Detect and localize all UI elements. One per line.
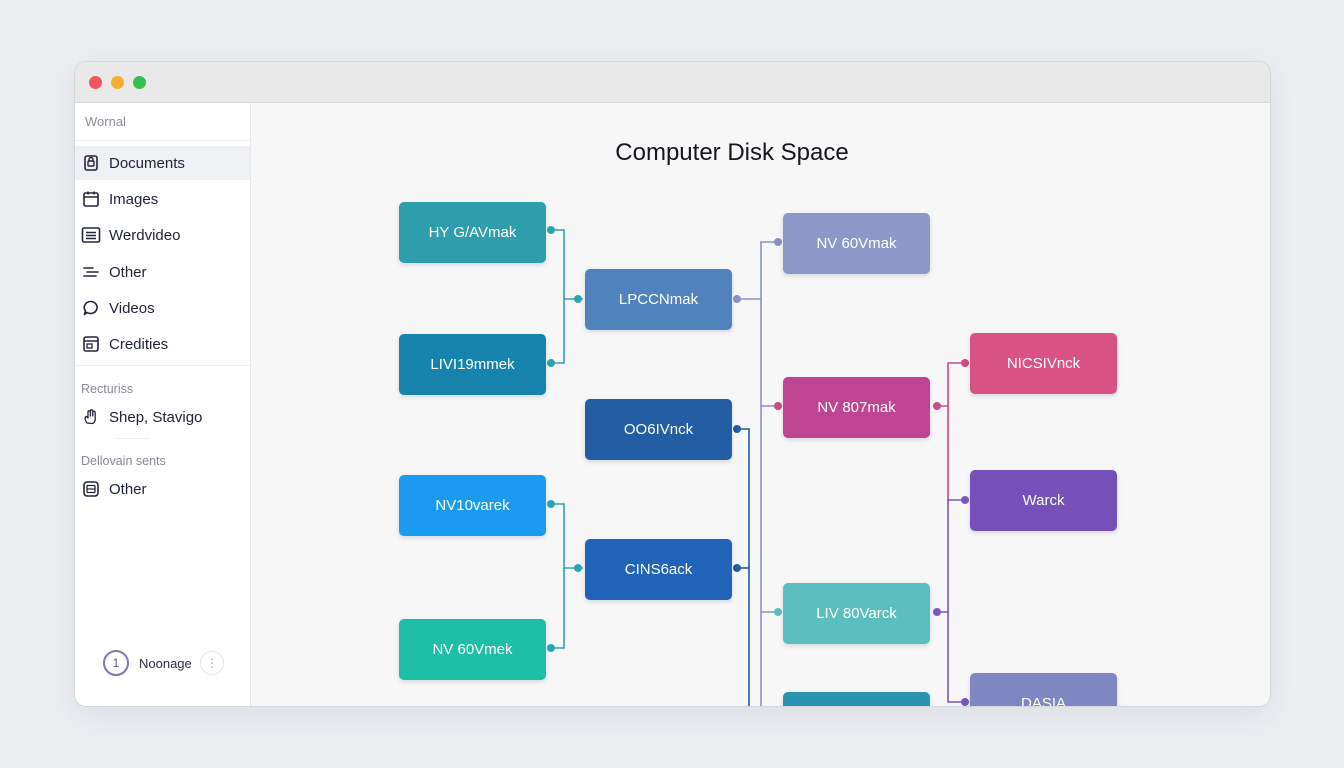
diagram-node-n3[interactable]: NV10varek: [399, 475, 546, 536]
edge-n9-n12: [937, 362, 969, 407]
image-folder-icon: [80, 188, 102, 210]
diagram-canvas: Computer Disk Space: [251, 103, 1270, 706]
diagram-node-n7[interactable]: CINS6ack: [585, 539, 732, 600]
sidebar-item-images[interactable]: Images: [75, 182, 250, 216]
list-box-icon: [80, 224, 102, 246]
user-name: Noonage: [139, 655, 192, 671]
diagram-node-n5[interactable]: LPCCNmak: [585, 269, 732, 330]
title-bar: [75, 62, 1270, 103]
edge-n4-n7: [551, 568, 565, 649]
edge-n3-n7: [551, 503, 583, 569]
diagram-node-n10[interactable]: LIV 80Varck: [783, 583, 930, 644]
sidebar-item-label: Werdvideo: [109, 226, 181, 244]
port-dot: [547, 500, 555, 508]
calendar-box-icon: [80, 333, 102, 355]
port-dot: [547, 644, 555, 652]
document-lock-icon: [80, 152, 102, 174]
chat-bubble-icon: [80, 297, 102, 319]
edge-n10-n13: [937, 499, 969, 613]
sidebar: Wornal Documents Images Werdvideo Other: [75, 103, 251, 706]
diagram-node-n6[interactable]: OO6IVnck: [585, 399, 732, 460]
diagram-node-n4[interactable]: NV 60Vmek: [399, 619, 546, 680]
sidebar-item-shep-stavigo[interactable]: Shep, Stavigo: [75, 400, 250, 434]
user-badge: 1: [103, 650, 129, 676]
port-dot: [733, 564, 741, 572]
edge-n1-n5: [551, 229, 583, 300]
sidebar-item-credities[interactable]: Credities: [75, 327, 250, 361]
sidebar-item-other[interactable]: Other: [75, 255, 250, 289]
sidebar-divider: [75, 140, 250, 141]
sidebar-section-title: Dellovain sents: [81, 454, 166, 468]
port-dot: [961, 698, 969, 706]
sidebar-item-werdvideo[interactable]: Werdvideo: [75, 218, 250, 252]
port-dot: [933, 402, 941, 410]
minimize-window-button[interactable]: [111, 76, 124, 89]
more-options-icon[interactable]: ⋮: [200, 651, 224, 675]
sidebar-item-documents[interactable]: Documents: [75, 146, 250, 180]
diagram-edges: [547, 226, 969, 706]
edge-n2-n5: [551, 299, 565, 364]
port-dot: [733, 295, 741, 303]
diagram-node-n9[interactable]: NV 807mak: [783, 377, 930, 438]
edge-n10-n14: [947, 612, 969, 703]
diagram-node-n12[interactable]: NICSIVnck: [970, 333, 1117, 394]
port-dot: [774, 238, 782, 246]
diagram-node-n1[interactable]: HY G/AVmak: [399, 202, 546, 263]
port-dot: [961, 359, 969, 367]
port-dot: [774, 608, 782, 616]
port-dot: [574, 564, 582, 572]
sidebar-divider: [115, 438, 150, 439]
edge-n5-n8: [737, 241, 782, 300]
sidebar-item-label: Shep, Stavigo: [109, 408, 203, 426]
diagram-node-n11[interactable]: [783, 692, 930, 706]
sidebar-item-videos[interactable]: Videos: [75, 291, 250, 325]
sidebar-item-label: Other: [109, 480, 147, 498]
port-dot: [933, 608, 941, 616]
diagram-node-n13[interactable]: Warck: [970, 470, 1117, 531]
diagram-title: Computer Disk Space: [615, 139, 849, 166]
user-account[interactable]: 1 Noonage: [103, 650, 192, 676]
port-dot: [574, 295, 582, 303]
lines-icon: [80, 261, 102, 283]
sidebar-divider: [75, 365, 250, 366]
diagram-node-n2[interactable]: LIVI19mmek: [399, 334, 546, 395]
diagram-node-n8[interactable]: NV 60Vmak: [783, 213, 930, 274]
sidebar-item-label: Videos: [109, 299, 155, 317]
close-window-button[interactable]: [89, 76, 102, 89]
port-dot: [547, 359, 555, 367]
hand-icon: [80, 406, 102, 428]
port-dot: [774, 402, 782, 410]
port-dot: [961, 496, 969, 504]
maximize-window-button[interactable]: [133, 76, 146, 89]
diagram-node-n14[interactable]: DASIA: [970, 673, 1117, 706]
sidebar-item-label: Documents: [109, 154, 185, 172]
sidebar-item-label: Credities: [109, 335, 169, 353]
sidebar-header: Wornal: [85, 114, 126, 129]
sidebar-section-title: Recturiss: [81, 382, 134, 396]
sidebar-item-label: Other: [109, 263, 147, 281]
sidebar-item-other-storage[interactable]: Other: [75, 472, 250, 506]
port-dot: [547, 226, 555, 234]
port-dot: [733, 425, 741, 433]
sidebar-item-label: Images: [109, 190, 159, 208]
storage-box-icon: [80, 478, 102, 500]
app-window: Wornal Documents Images Werdvideo Other: [74, 61, 1271, 707]
